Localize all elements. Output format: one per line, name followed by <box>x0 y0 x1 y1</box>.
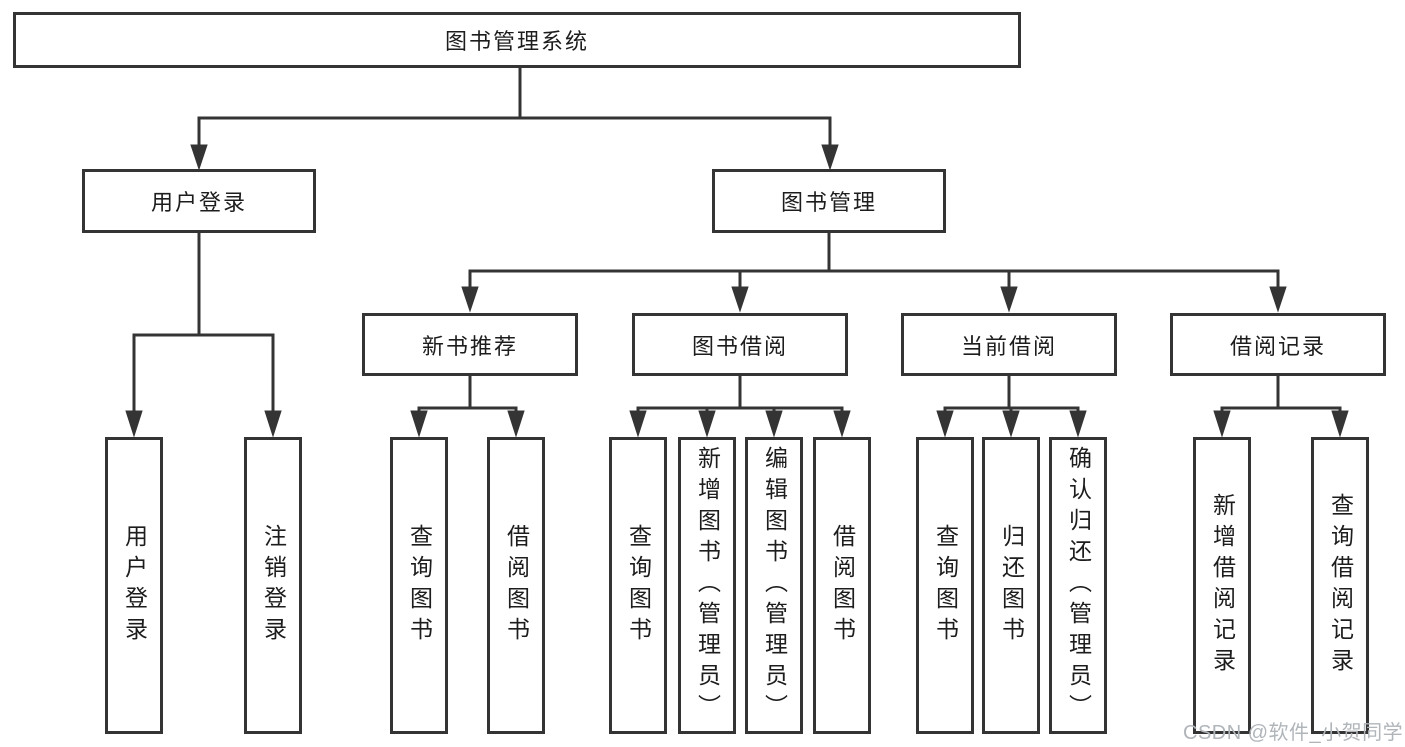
node-borrow-records-label: 借阅记录 <box>1229 333 1326 359</box>
node-book-management: 图书管理 <box>712 169 946 233</box>
leaf-query-books-recommend: 查询图书 <box>390 437 448 734</box>
leaf-borrow-books-recommend-label: 借阅图书 <box>503 523 530 648</box>
leaf-query-books-borrow: 查询图书 <box>609 437 667 734</box>
connector-records-to-leaves <box>1213 375 1349 438</box>
leaf-return-books: 归还图书 <box>982 437 1040 734</box>
leaf-borrow-books-recommend: 借阅图书 <box>487 437 545 734</box>
leaf-query-books-borrow-label: 查询图书 <box>625 523 652 648</box>
node-book-borrow: 图书借阅 <box>632 313 848 376</box>
leaf-confirm-return-admin-label: 确认归还（管理员） <box>1065 446 1092 725</box>
leaf-query-books-current-label: 查询图书 <box>932 523 959 648</box>
leaf-edit-books-admin: 编辑图书（管理员） <box>745 437 803 734</box>
node-book-management-label: 图书管理 <box>780 190 877 215</box>
node-borrow-records: 借阅记录 <box>1170 313 1386 376</box>
node-new-book-recommend: 新书推荐 <box>362 313 578 376</box>
leaf-return-books-label: 归还图书 <box>998 523 1025 648</box>
connector-root-to-level2 <box>190 68 839 171</box>
leaf-borrow-books-label: 借阅图书 <box>829 523 856 648</box>
leaf-logout: 注销登录 <box>244 437 302 734</box>
node-book-borrow-label: 图书借阅 <box>691 333 788 359</box>
node-user-login-label: 用户登录 <box>150 190 247 215</box>
node-root-label: 图书管理系统 <box>444 29 589 54</box>
leaf-edit-books-admin-label: 编辑图书（管理员） <box>761 446 788 725</box>
connector-userlogin-to-leaves <box>125 232 282 438</box>
csdn-watermark: CSDN @软件_小贺同学 <box>1183 722 1404 744</box>
node-user-login: 用户登录 <box>82 169 316 233</box>
connector-recommend-to-leaves <box>410 375 525 438</box>
node-new-book-recommend-label: 新书推荐 <box>421 333 518 359</box>
node-root: 图书管理系统 <box>13 12 1021 68</box>
leaf-add-books-admin: 新增图书（管理员） <box>678 437 736 734</box>
node-current-borrow: 当前借阅 <box>901 313 1117 376</box>
connector-bookmgmt-to-level3 <box>461 232 1287 313</box>
connector-borrow-to-leaves <box>629 375 851 438</box>
leaf-borrow-books: 借阅图书 <box>813 437 871 734</box>
leaf-confirm-return-admin: 确认归还（管理员） <box>1049 437 1107 734</box>
leaf-query-books-current: 查询图书 <box>916 437 974 734</box>
leaf-add-borrow-record: 新增借阅记录 <box>1193 437 1251 734</box>
leaf-add-books-admin-label: 新增图书（管理员） <box>694 446 721 725</box>
leaf-user-login-label: 用户登录 <box>121 523 148 648</box>
connector-current-to-leaves <box>936 375 1087 438</box>
leaf-query-books-recommend-label: 查询图书 <box>406 523 433 648</box>
leaf-query-borrow-record: 查询借阅记录 <box>1311 437 1369 734</box>
node-current-borrow-label: 当前借阅 <box>960 333 1057 359</box>
leaf-add-borrow-record-label: 新增借阅记录 <box>1209 492 1236 679</box>
leaf-user-login: 用户登录 <box>105 437 163 734</box>
leaf-logout-label: 注销登录 <box>260 523 287 648</box>
leaf-query-borrow-record-label: 查询借阅记录 <box>1327 492 1354 679</box>
